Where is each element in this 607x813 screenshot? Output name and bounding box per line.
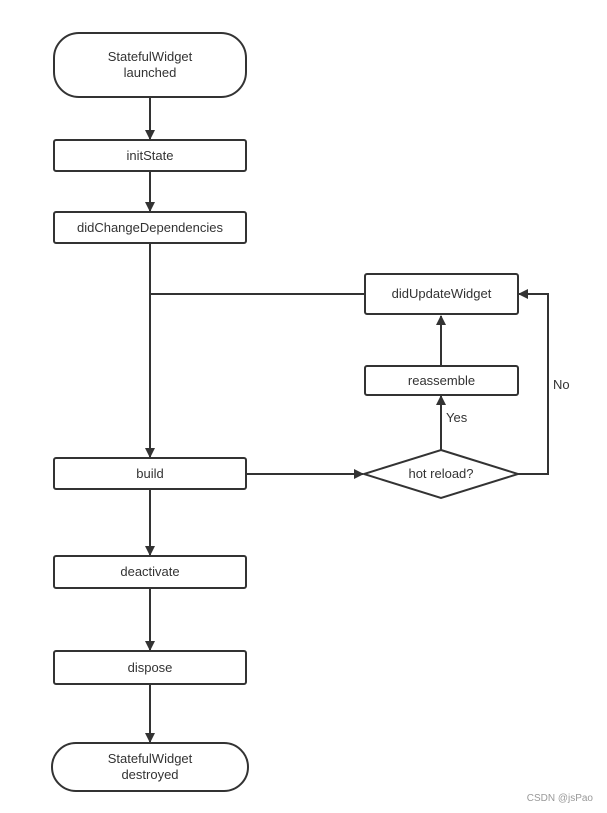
edge-hotreload-no-to-didupdatewidget [518, 289, 549, 475]
node-dispose: dispose [53, 650, 247, 685]
node-didchangedependencies: didChangeDependencies [53, 211, 247, 244]
edge-label-no: No [553, 377, 570, 392]
build-label: build [136, 465, 164, 481]
node-build: build [53, 457, 247, 490]
node-initstate: initState [53, 139, 247, 172]
launched-line2: launched [123, 65, 177, 80]
node-stateful-widget-destroyed: StatefulWidget destroyed [51, 742, 249, 792]
node-didupdatewidget: didUpdateWidget [364, 273, 519, 315]
node-stateful-widget-launched: StatefulWidget launched [53, 32, 247, 98]
didupdatewidget-label: didUpdateWidget [391, 286, 492, 301]
watermark: CSDN @jsPao [526, 793, 593, 804]
destroyed-line2: destroyed [121, 767, 179, 782]
edge-label-yes: Yes [446, 410, 468, 425]
hot-reload-diamond [360, 448, 522, 500]
launched-line1: StatefulWidget [107, 49, 193, 64]
initstate-label: initState [126, 147, 174, 163]
node-deactivate: deactivate [53, 555, 247, 589]
didchangedependencies-label: didChangeDependencies [76, 219, 223, 235]
dispose-label: dispose [127, 659, 173, 675]
reassemble-label: reassemble [407, 372, 476, 388]
node-reassemble: reassemble [364, 365, 519, 396]
destroyed-line1: StatefulWidget [107, 751, 193, 766]
deactivate-label: deactivate [120, 564, 180, 579]
hot-reload-label: hot reload? [408, 466, 474, 481]
